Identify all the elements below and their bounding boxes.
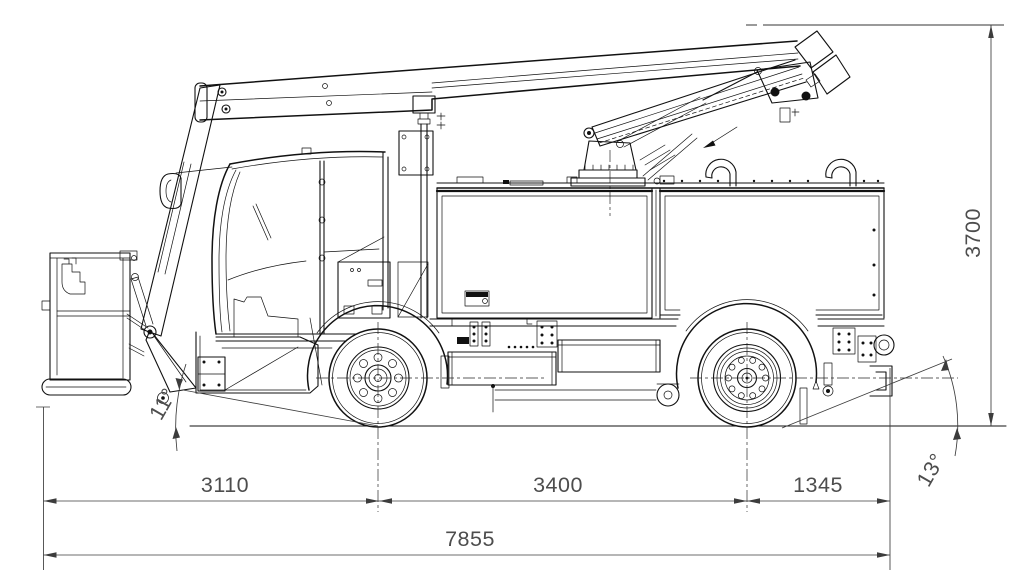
rear-axle-centerline (690, 322, 958, 512)
dim-overall-height: 3700 (746, 23, 1004, 426)
jib-cylinder (617, 96, 707, 148)
chassis (429, 317, 895, 425)
dimension-system: 3110 3400 1345 7855 3700 11° (36, 23, 1004, 570)
dim-departure-angle: 13° (781, 355, 961, 491)
cargo-box-front (435, 187, 654, 319)
towing-eye (873, 334, 895, 356)
tank-box (557, 339, 661, 373)
roof-fitting (301, 147, 312, 155)
mast-plate (398, 130, 434, 176)
cab-equipment-box (337, 261, 391, 319)
rear-fender (675, 299, 820, 390)
bed-rail (436, 176, 885, 189)
head-gusset (756, 61, 819, 104)
dim-wheelbase-label: 3400 (533, 473, 583, 497)
dim-front-overhang-label: 3110 (201, 473, 249, 497)
mirror (159, 166, 233, 210)
turret (570, 127, 676, 216)
battery-box (447, 351, 557, 386)
door-handle (367, 279, 383, 287)
front-apron (195, 317, 323, 394)
cab (211, 147, 393, 349)
dim-departure-angle-label: 13° (912, 449, 950, 490)
dashboard-line (227, 260, 307, 281)
cargo-box-rear (655, 187, 886, 319)
boom-head (756, 30, 851, 104)
basket-roller (157, 392, 169, 404)
rear-hitch (869, 365, 893, 397)
head-plate-upper (794, 30, 834, 69)
lower-boom-arm (140, 84, 221, 337)
dim-rear-overhang-label: 1345 (793, 473, 843, 497)
rear-wheel (690, 322, 958, 512)
head-plate-lower (812, 54, 851, 95)
bed-hooks (705, 158, 857, 187)
seat (233, 296, 299, 338)
dim-overall-height-label: 3700 (961, 208, 985, 258)
basket-skid (41, 378, 132, 396)
main-telescopic-boom (194, 40, 801, 123)
boom-end-cap (194, 82, 208, 123)
door-edge (319, 160, 325, 335)
wiper (252, 203, 272, 241)
dim-overall-length-label: 7855 (445, 527, 495, 551)
boom-support-mast (397, 95, 446, 319)
dim-length-segments: 3110 3400 1345 (43, 473, 890, 504)
round-tank (656, 383, 680, 407)
rear-mudflap (799, 387, 808, 425)
door-window-sill (323, 248, 380, 253)
jib-arm (591, 59, 807, 181)
work-basket (41, 252, 169, 404)
dim-overall-length: 7855 (43, 527, 890, 558)
front-axle-centerline (316, 322, 545, 512)
front-wheel (316, 322, 545, 512)
